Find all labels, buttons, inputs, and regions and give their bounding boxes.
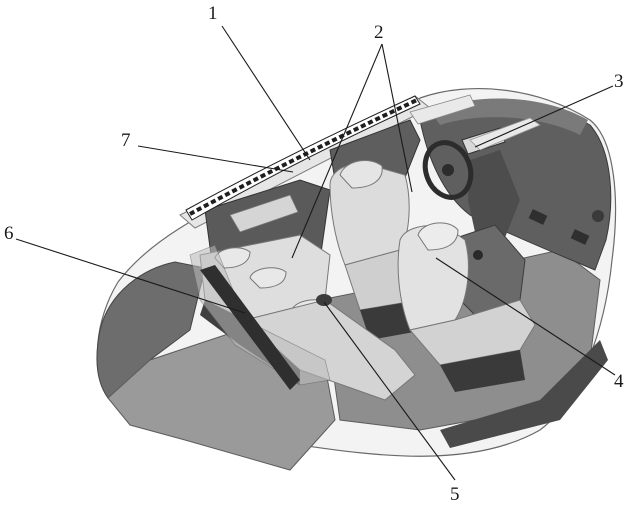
dashboard [409,94,612,271]
rear-headrest-left [214,247,251,269]
door-window-frame [229,194,299,233]
windshield-trim [409,94,476,125]
callout-7: 7 [121,130,131,151]
dash-vent-left [528,209,548,225]
right-sill [440,340,608,448]
front-left-seat [329,160,431,340]
callout-4: 4 [614,371,624,392]
curtain-airbag [185,95,421,221]
rear-quarter-panel [96,261,206,421]
steering-wheel [422,140,474,200]
cargo-side-frame [200,265,300,390]
leader-line-1 [221,25,311,161]
dash-vent-right [570,229,590,245]
front-right-seat-back [397,225,469,331]
callout-1: 1 [208,3,218,24]
curtain-airbag-dashes [189,98,418,216]
leader-line-7 [137,145,294,173]
front-right-headrest [417,222,459,251]
leader-line-4 [435,257,616,376]
rear-headrest-middle [249,267,287,289]
leader-line-3 [474,85,614,148]
steering-hub [442,164,454,176]
callouts: 1 2 3 4 5 6 7 [4,3,624,505]
cargo-bench [189,244,331,390]
leader-line-6 [15,238,246,314]
leader-line-2b [381,43,413,193]
speaker-grille [592,210,604,222]
center-stack [468,150,520,255]
callout-5: 5 [450,484,460,505]
rear-seat-buckle [316,294,332,306]
front-right-seat [397,222,536,392]
front-right-seat-base [440,350,525,392]
front-left-headrest [339,160,383,189]
callout-6: 6 [4,223,14,244]
leader-line-5 [323,301,456,481]
leader-line-2a [291,43,383,259]
callout-2: 2 [374,22,384,43]
callout-3: 3 [614,71,624,92]
gear-selector [473,250,483,260]
